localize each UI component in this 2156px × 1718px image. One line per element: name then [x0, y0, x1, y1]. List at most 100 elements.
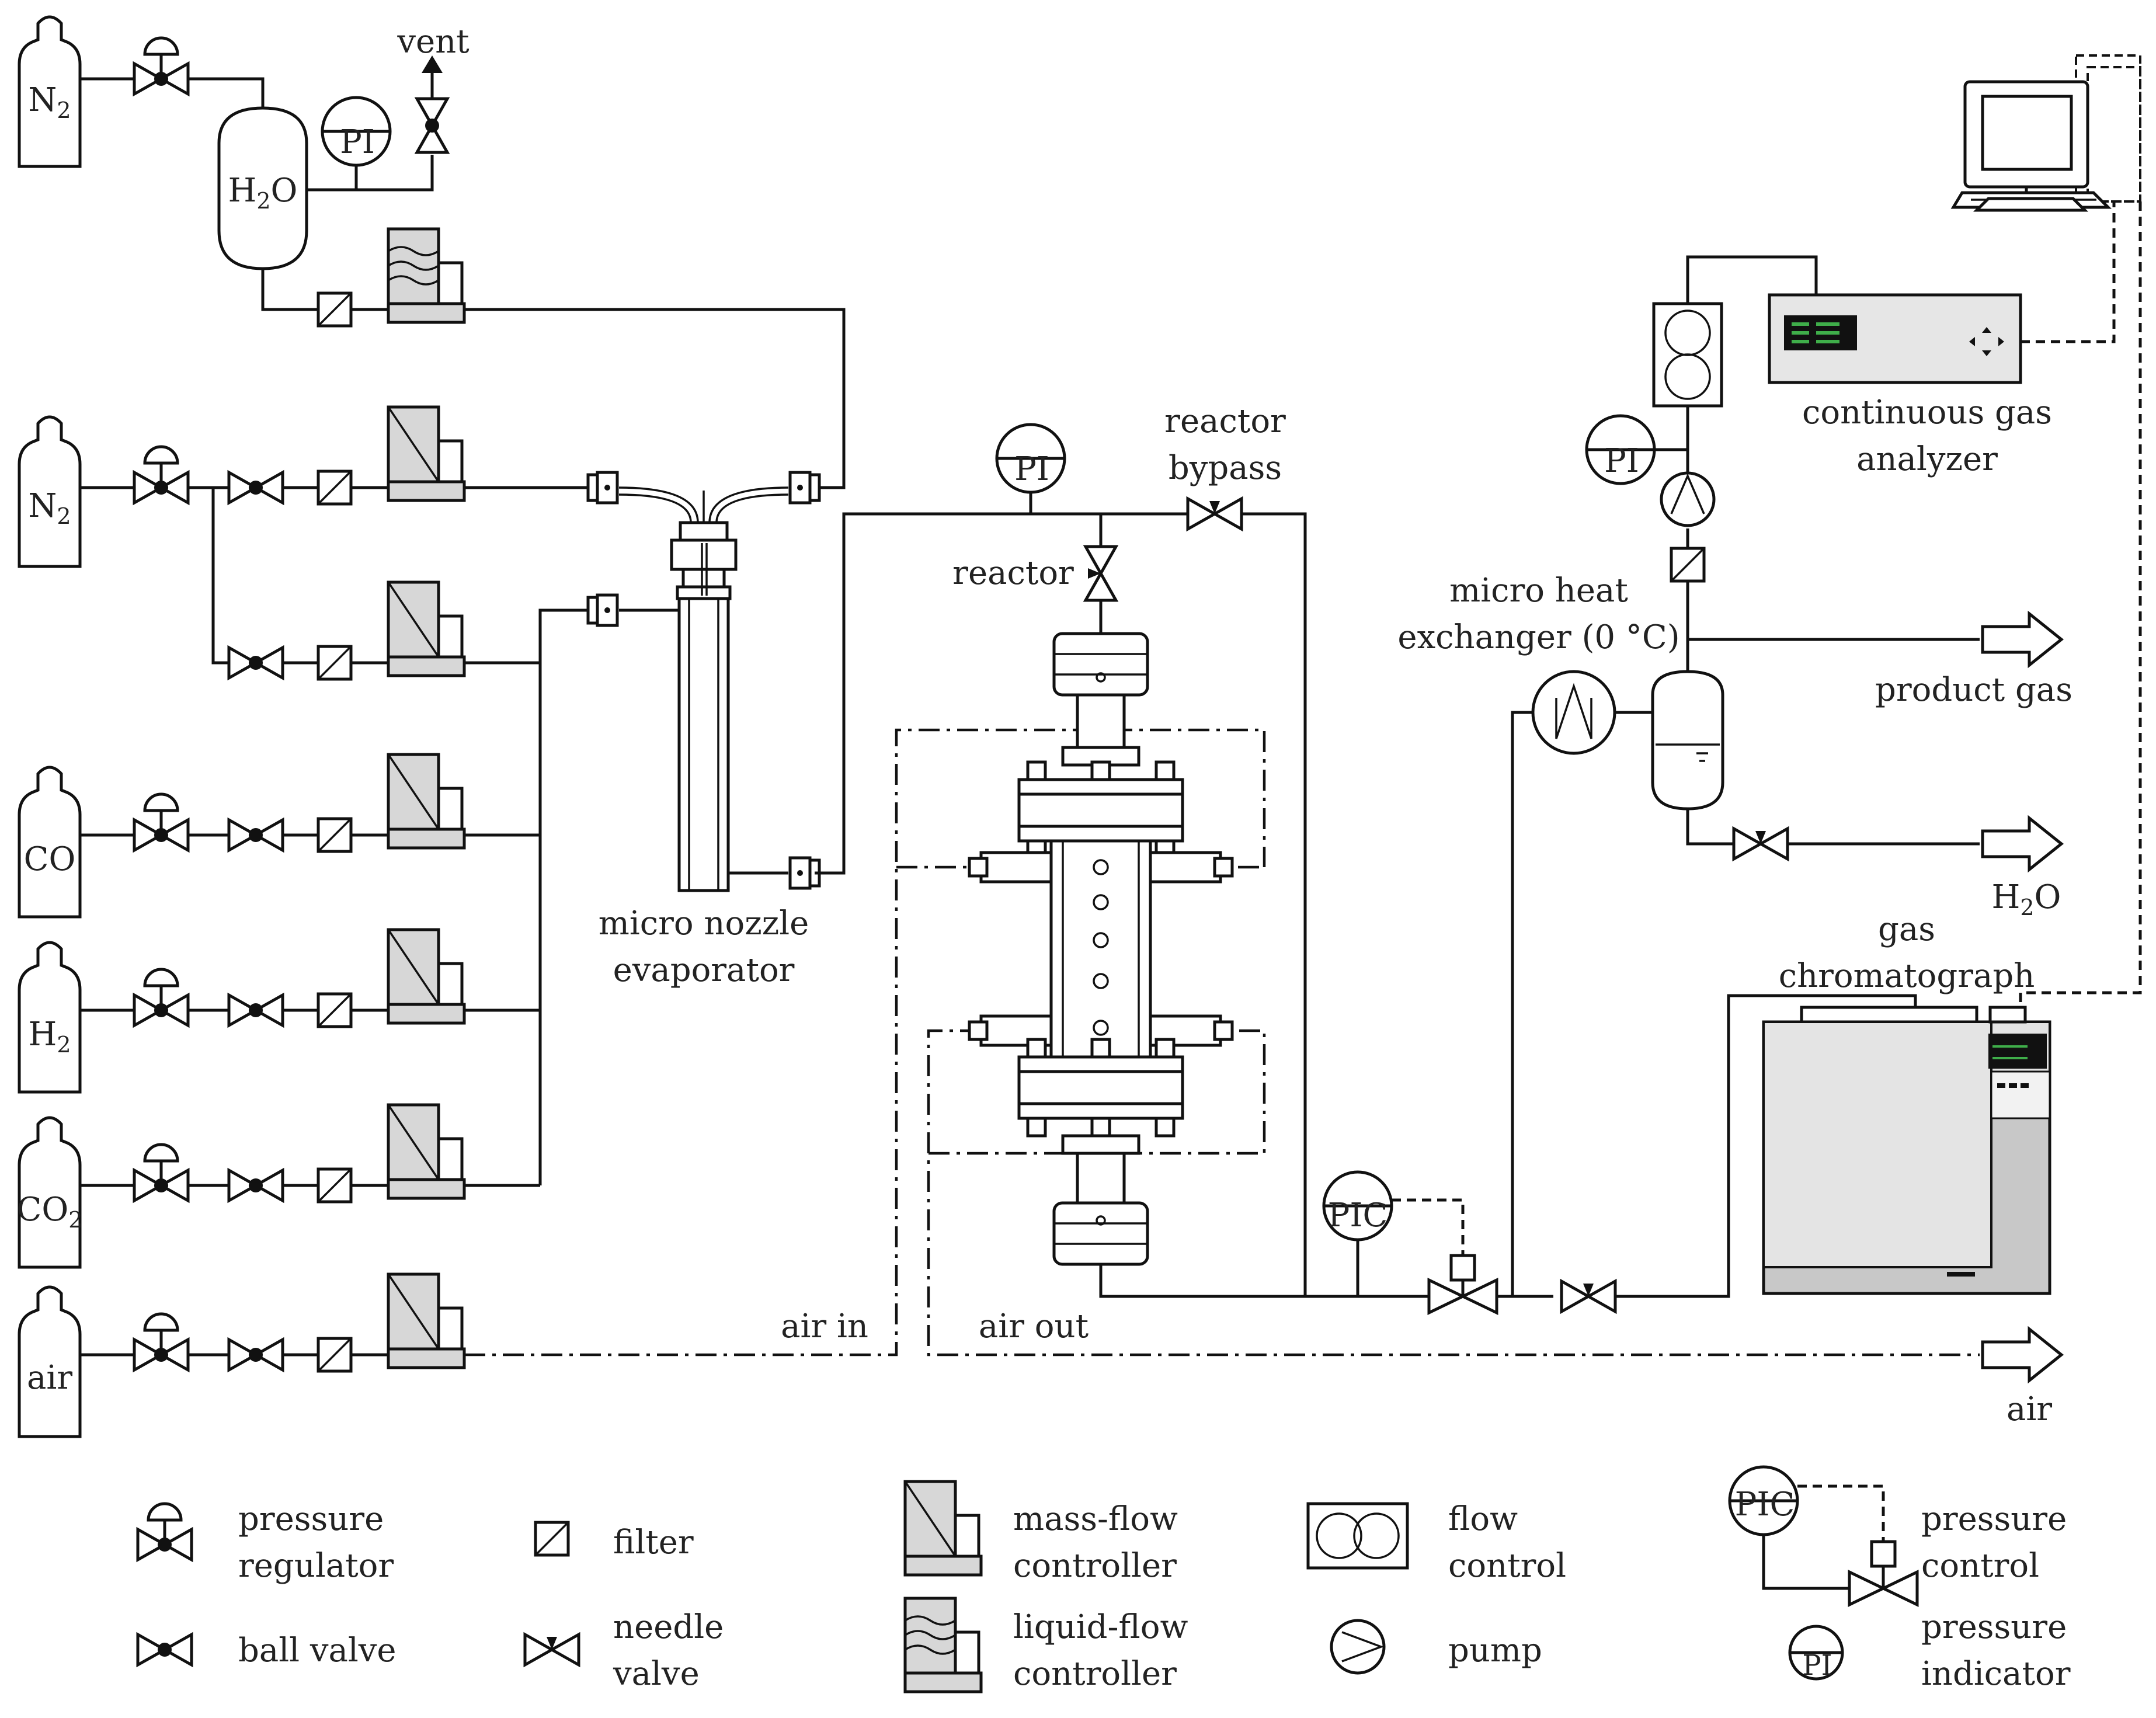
cylinder-label: CO [24, 840, 76, 878]
mass-flow-controller [388, 930, 464, 1023]
legend-filter-icon [535, 1522, 568, 1555]
pressure-control-valve [1427, 1278, 1498, 1315]
legend-pump-icon [1330, 1619, 1386, 1675]
reactor-needle-valve [1083, 545, 1119, 602]
gas-chromatograph-label-line2: chromatograph [1779, 957, 2035, 995]
evaporator-label-line2: evaporator [613, 951, 795, 989]
cylinder-label: CO2 [17, 1191, 83, 1233]
cylinder-label: N2 [28, 487, 71, 529]
legend: pressure regulator ball valve filter nee… [138, 1465, 2071, 1693]
continuous-gas-analyzer [1768, 293, 2022, 384]
legend-mass-flow-controller-icon [905, 1481, 981, 1575]
mass-flow-controller [388, 1274, 464, 1368]
air-exhaust-label: air [2007, 1390, 2052, 1428]
cylinder-label: H2 [28, 1016, 71, 1058]
ball-valve [229, 995, 283, 1025]
reactor [968, 632, 1234, 1266]
gas-analyzer-label-line2: analyzer [1856, 440, 1998, 478]
ball-valve [229, 820, 283, 850]
filter [318, 1338, 351, 1371]
filter [318, 994, 351, 1027]
mass-flow-controller [388, 1105, 464, 1198]
heat-exchanger-label-line1: micro heat [1449, 572, 1628, 610]
filter [318, 471, 351, 504]
legend-label: control [1921, 1547, 2039, 1585]
filter [1671, 548, 1704, 581]
gas-chromatograph-label-line1: gas [1878, 910, 1935, 948]
heat-exchanger-label-line2: exchanger (0 °C) [1397, 618, 1679, 656]
vent-arrow [422, 55, 443, 73]
ball-valve [229, 1340, 283, 1370]
ball-valve [229, 648, 283, 678]
pressure-regulator [134, 38, 188, 94]
legend-label: pressure [238, 1500, 384, 1538]
legend-flow-control-icon [1306, 1502, 1409, 1570]
svg-text:PIC: PIC [1735, 1486, 1795, 1524]
legend-label: pump [1448, 1632, 1542, 1670]
pressure-regulator [134, 969, 188, 1025]
legend-label: controller [1013, 1547, 1177, 1585]
legend-liquid-flow-controller-icon [905, 1598, 981, 1692]
legend-label: pressure [1921, 1608, 2067, 1646]
cylinder-label: N2 [28, 81, 71, 123]
reactor-bypass-needle-valve [1188, 499, 1242, 529]
air-exhaust-arrow [1983, 1329, 2061, 1380]
air-in-label: air in [781, 1307, 868, 1345]
filter [318, 1169, 351, 1202]
reactor-bypass-label-line2: bypass [1169, 449, 1282, 487]
gc-needle-valve [1562, 1281, 1615, 1312]
legend-label: regulator [238, 1547, 394, 1585]
legend-label: mass-flow [1013, 1500, 1178, 1538]
legend-label: valve [613, 1655, 700, 1693]
pi-label: PI [1014, 450, 1049, 488]
legend-needle-valve-icon [525, 1634, 579, 1665]
legend-label: flow [1448, 1500, 1518, 1538]
legend-label: indicator [1921, 1655, 2071, 1693]
gas-analyzer-label-line1: continuous gas [1802, 394, 2052, 432]
air-out-label: air out [979, 1307, 1089, 1345]
legend-label: liquid-flow [1013, 1608, 1188, 1646]
filter [318, 646, 351, 679]
water-tank [217, 106, 308, 270]
filter [318, 819, 351, 851]
mass-flow-controller [388, 582, 464, 676]
mass-flow-controller [388, 754, 464, 848]
cylinder-label: air [27, 1359, 72, 1397]
legend-pressure-indicator-icon: PI [1788, 1625, 1844, 1682]
pressure-regulator [134, 1314, 188, 1370]
gas-chromatograph [1762, 1006, 2051, 1295]
evaporator-label-line1: micro nozzle [599, 905, 809, 943]
computer-icon [1950, 54, 2141, 212]
pi-label: PI [1604, 442, 1639, 480]
legend-label: filter [613, 1524, 694, 1561]
reactor-label: reactor [952, 554, 1074, 592]
legend-label: ball valve [238, 1632, 397, 1670]
product-gas-arrow [1983, 614, 2061, 665]
micro-nozzle-evaporator [588, 472, 819, 892]
legend-ball-valve-icon [138, 1634, 192, 1665]
legend-pressure-regulator-icon [138, 1504, 192, 1560]
pressure-regulator [134, 1145, 188, 1201]
reactor-bypass-label-line1: reactor [1164, 402, 1286, 440]
mass-flow-controller [388, 407, 464, 500]
h2o-outlet-label: H2O [1992, 878, 2061, 920]
legend-label: controller [1013, 1655, 1177, 1693]
water-tank-label: H2O [228, 172, 298, 214]
pressure-regulator [134, 794, 188, 850]
legend-pressure-control-icon: PIC [1728, 1465, 1919, 1607]
legend-label: control [1448, 1547, 1566, 1585]
ball-valve [229, 472, 283, 503]
gas-liquid-separator [1651, 670, 1724, 811]
filter [318, 293, 351, 326]
legend-label: needle [613, 1608, 724, 1646]
vent-needle-valve [414, 97, 450, 154]
pump [1660, 471, 1716, 527]
vent-label: vent [397, 23, 470, 61]
svg-text:PI: PI [1802, 1649, 1832, 1682]
product-gas-label: product gas [1875, 671, 2072, 709]
legend-label: pressure [1921, 1500, 2067, 1538]
h2o-outlet-arrow [1983, 818, 2061, 870]
liquid-flow-controller [388, 229, 464, 322]
ball-valve [229, 1170, 283, 1201]
